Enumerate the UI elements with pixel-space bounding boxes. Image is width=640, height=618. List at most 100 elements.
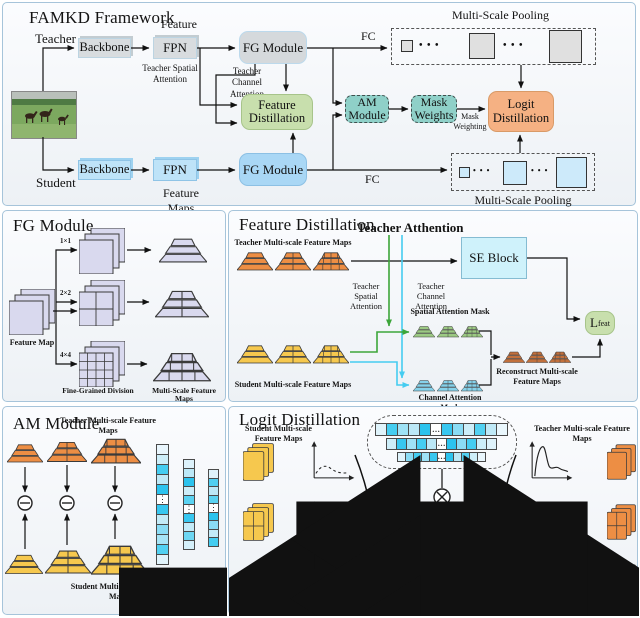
score-plot-left-2 <box>310 500 355 542</box>
pool-square-large-bottom <box>556 157 587 188</box>
teacher-pyramid-4x4 <box>313 252 349 271</box>
am-vector-4x4xk: ⋮ <box>208 469 219 547</box>
score-plot-right-2 <box>528 500 573 542</box>
pool-dots: • • • <box>531 166 549 175</box>
student-fpn-box: FPN <box>153 159 197 181</box>
pool-dots: • • • <box>419 40 440 51</box>
student-pyramid-1x1 <box>237 345 273 364</box>
feature-distillation-panel: Feature Distillation Teacher Atthention … <box>228 210 638 412</box>
teacher-attention-heading: Teacher Atthention <box>357 220 464 235</box>
l-bce-sub: BCE <box>438 526 454 536</box>
fd-panel-title: Feature Distillation <box>239 215 375 234</box>
am-student-maps-label: Student Multi-scale Feature Maps <box>70 582 167 601</box>
scale-1x1-label: 1×1 <box>60 237 71 245</box>
division-1x1-stack <box>79 228 125 274</box>
student-card-2 <box>243 503 274 541</box>
student-card-3 <box>243 563 274 601</box>
k1-label: 1×1×K <box>152 580 172 587</box>
spatial-mask-pyramid-3 <box>461 326 483 338</box>
am-vector-1x1xk: ⋮ <box>156 444 169 565</box>
reconstruct-pyramid-1 <box>503 351 525 363</box>
logit-distillation-panel: Logit Distillation Student Multi-scale F… <box>228 406 638 615</box>
fd-student-maps-label: Student Multi-scale Feature Maps <box>234 380 352 389</box>
am-module-panel: AM Module Teacher Multi-scale Feature Ma… <box>2 406 226 615</box>
pool-square-large-top <box>549 30 582 63</box>
pool-square-mid-bottom <box>503 161 527 185</box>
multiscale-map-2x2 <box>155 290 209 318</box>
fine-grained-division-label: Fine-Grained Division <box>62 386 134 395</box>
logit-row-3: … <box>397 451 486 462</box>
student-backbone-box: Backbone <box>78 160 131 180</box>
multi-scale-pooling-bottom <box>451 153 595 191</box>
pooling-label-bottom: Multi-Scale Pooling <box>474 193 572 207</box>
spatial-mask-pyramid-2 <box>437 326 459 338</box>
teacher-label: Teacher <box>35 31 76 46</box>
teacher-pyramid-2x2 <box>275 252 311 271</box>
feature-distillation-box: Feature Distillation <box>241 94 313 130</box>
teacher-fg-module-box: FG Module <box>239 31 307 64</box>
pooling-label-top: Multi-Scale Pooling <box>452 8 549 22</box>
am-student-pyramid-2 <box>45 550 91 574</box>
fc-label-bottom: FC <box>365 172 380 186</box>
multi-scale-pooling-top <box>391 28 596 65</box>
am-student-pyramid-3 <box>91 545 149 575</box>
horses-image <box>12 92 76 138</box>
spatial-mask-pyramid-1 <box>413 326 435 338</box>
multi-scale-logits-capsule: … … … <box>367 415 517 469</box>
am-student-pyramid-1 <box>5 554 43 574</box>
student-fg-module-box: FG Module <box>239 153 307 186</box>
logit-panel-title: Logit Distillation <box>239 410 361 429</box>
fd-teacher-maps-label: Teacher Multi-scale Feature Maps <box>234 238 352 247</box>
score-plot-right-3 <box>528 560 573 602</box>
am-panel-title: AM Module <box>13 414 100 433</box>
channel-mask-pyramid-3 <box>461 380 483 392</box>
score-plot-left-1 <box>310 440 355 482</box>
am-teacher-pyramid-3 <box>91 438 141 464</box>
fd-spatial-attention-label: Teacher Spatial Attention <box>349 281 383 312</box>
teacher-pyramid-1x1 <box>237 252 273 271</box>
fg-module-panel: FG Module Feature Map 1×1 2×2 4×4 Fine-G… <box>2 210 226 404</box>
multiscale-map-1x1 <box>159 238 207 263</box>
pool-square-small-bottom <box>459 167 470 178</box>
division-4x4-stack <box>79 341 125 387</box>
teacher-card-3 <box>607 564 636 600</box>
l-feat-sub: feat <box>597 318 610 328</box>
mask-weighting-label: Mask Weighting <box>453 112 487 131</box>
spatial-attention-mask-label: Spatial Attention Mask <box>410 307 490 316</box>
logit-row-1: … <box>375 422 508 436</box>
teacher-card-2 <box>607 504 636 540</box>
am-vector-2x2xk: ⋮ <box>183 459 195 550</box>
minus-circles <box>17 495 123 511</box>
am-module-box: AM Module <box>345 95 389 123</box>
logit-row-2: … <box>386 437 497 450</box>
l-feat-base: L <box>590 315 598 330</box>
fc-label-top: FC <box>361 29 376 43</box>
l-logit-base: L <box>430 589 439 605</box>
teacher-card-1 <box>607 444 636 480</box>
teacher-spatial-attention-label: Teacher Spatial Attention <box>142 63 198 85</box>
framework-panel: FAMKD Framework Teacher Student Feature … <box>2 2 636 215</box>
fd-channel-attention-label: Teacher Channel Attention <box>414 281 448 312</box>
channel-mask-pyramid-2 <box>437 380 459 392</box>
score-plot-left-3 <box>310 560 355 602</box>
logit-teacher-maps-label: Teacher Multi-scale Feature Maps <box>534 424 630 443</box>
k3-label: 4×4×K <box>203 580 223 587</box>
am-teacher-pyramid-2 <box>47 441 87 462</box>
scale-4x4-label: 4×4 <box>60 351 71 359</box>
pool-dots: • • • <box>473 166 491 175</box>
logit-distillation-box: Logit Distillation <box>488 91 554 132</box>
reconstruct-pyramid-2 <box>526 351 548 363</box>
teacher-score-label: Teacher Multi-scale Score <box>284 603 374 612</box>
multi-scale-feature-maps-label: Multi-Scale Feature Maps <box>152 386 216 404</box>
student-card-1 <box>243 443 274 481</box>
mask-weights-box: Mask Weights <box>411 95 457 123</box>
student-score-label: Student Multi-scale Score <box>491 603 579 612</box>
channel-mask-pyramid-1 <box>413 380 435 392</box>
l-logit-sub: logit <box>438 593 454 602</box>
am-teacher-maps-label: Teacher Multi-scale Feature Maps <box>60 416 156 435</box>
feature-map-stack <box>9 289 55 335</box>
student-pyramid-4x4 <box>313 345 349 364</box>
